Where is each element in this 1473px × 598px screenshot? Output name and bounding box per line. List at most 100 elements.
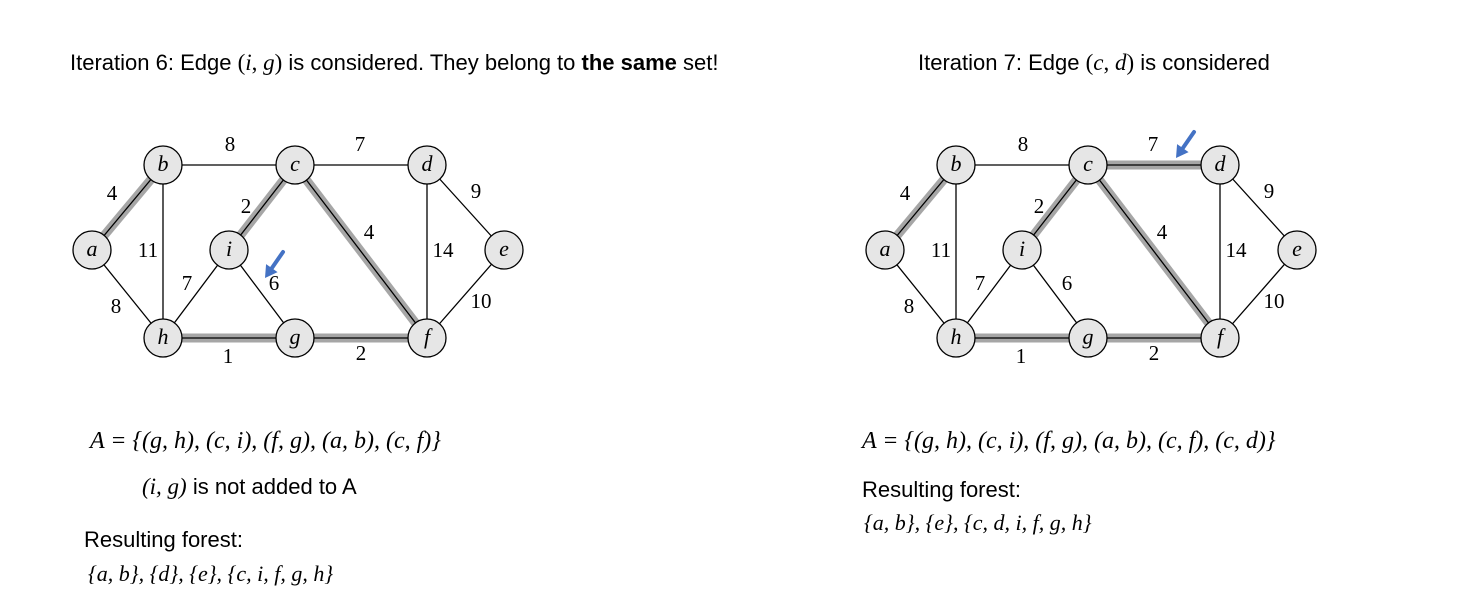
edge-weight-c-i: 2 bbox=[1034, 194, 1045, 218]
edge-weight-a-b: 4 bbox=[107, 181, 118, 205]
vertex-d: d bbox=[407, 145, 447, 185]
vertex-label: h bbox=[951, 324, 962, 349]
edge-weight-b-c: 8 bbox=[225, 132, 236, 156]
edge-weight-g-f: 2 bbox=[356, 341, 367, 365]
heading-suffix: set! bbox=[676, 50, 719, 75]
vertex-d: d bbox=[1200, 145, 1240, 185]
vertex-circle bbox=[143, 318, 183, 358]
vertex-label: h bbox=[158, 324, 169, 349]
vertex-circle bbox=[209, 230, 249, 270]
set-A-equation: A = {(g, h), (c, i), (f, g), (a, b), (c,… bbox=[90, 428, 441, 454]
vertex-circle bbox=[143, 145, 183, 185]
edge-weight-c-f: 4 bbox=[364, 220, 375, 244]
vertex-i: i bbox=[1002, 230, 1042, 270]
edge-weight-d-e: 9 bbox=[471, 179, 482, 203]
vertex-circle bbox=[407, 145, 447, 185]
heading-paren: ) bbox=[1126, 50, 1135, 75]
vertex-f: f bbox=[407, 318, 447, 358]
vertex-label: a bbox=[87, 236, 98, 261]
vertex-label: b bbox=[158, 151, 169, 176]
forest-sets: {a, b}, {d}, {e}, {c, i, f, g, h} bbox=[88, 561, 334, 586]
vertex-label: f bbox=[1217, 324, 1226, 349]
considered-edge-arrow-icon bbox=[265, 250, 285, 278]
iteration-7-panel: Iteration 7: Edge (c, d) is considered 4… bbox=[736, 0, 1473, 598]
vertex-e: e bbox=[1277, 230, 1317, 270]
edge-weight-d-e: 9 bbox=[1264, 179, 1275, 203]
vertex-circle bbox=[275, 145, 315, 185]
vertex-label: a bbox=[880, 236, 891, 261]
forest-label: Resulting forest: bbox=[862, 477, 1021, 502]
edge-weight-d-f: 14 bbox=[433, 238, 455, 262]
vertex-c: c bbox=[1068, 145, 1108, 185]
edge-c-f bbox=[294, 164, 428, 339]
vertex-label: d bbox=[1215, 151, 1227, 176]
vertex-label: b bbox=[951, 151, 962, 176]
vertex-g: g bbox=[1068, 318, 1108, 358]
vertex-label: i bbox=[1019, 236, 1025, 261]
vertex-circle bbox=[484, 230, 524, 270]
heading-paren: ( bbox=[1085, 50, 1094, 75]
vertex-circle bbox=[275, 318, 315, 358]
vertex-circle bbox=[1277, 230, 1317, 270]
heading-edge-u: c bbox=[1093, 50, 1104, 75]
edge-weight-h-i: 7 bbox=[975, 271, 986, 295]
forest-sets: {a, b}, {e}, {c, d, i, f, g, h} bbox=[864, 510, 1092, 535]
edge-weight-d-f: 14 bbox=[1226, 238, 1248, 262]
vertex-circle bbox=[1068, 145, 1108, 185]
heading-bold: the same bbox=[581, 50, 677, 75]
vertex-label: f bbox=[424, 324, 433, 349]
vertex-circle bbox=[1002, 230, 1042, 270]
edge-weight-h-i: 7 bbox=[182, 271, 193, 295]
edge-weight-c-d: 7 bbox=[355, 132, 366, 156]
edge-weight-b-h: 11 bbox=[138, 238, 158, 262]
vertex-b: b bbox=[936, 145, 976, 185]
heading-prefix: Iteration 7: Edge bbox=[918, 50, 1086, 75]
vertex-layer: a b c d e f g h i bbox=[865, 145, 1317, 358]
vertex-h: h bbox=[143, 318, 183, 358]
edge-weight-a-h: 8 bbox=[111, 294, 122, 318]
vertex-circle bbox=[865, 230, 905, 270]
vertex-a: a bbox=[72, 230, 112, 270]
edge-weight-b-c: 8 bbox=[1018, 132, 1029, 156]
vertex-label: g bbox=[290, 324, 301, 349]
edge-weight-e-f: 10 bbox=[1264, 289, 1285, 313]
vertex-e: e bbox=[484, 230, 524, 270]
considered-edge-arrow-icon bbox=[1176, 130, 1196, 158]
heading-prefix: Iteration 6: Edge bbox=[70, 50, 238, 75]
vertex-label: e bbox=[1292, 236, 1302, 261]
vertex-i: i bbox=[209, 230, 249, 270]
edge-weight-g-f: 2 bbox=[1149, 341, 1160, 365]
vertex-circle bbox=[936, 145, 976, 185]
heading-comma: , bbox=[1103, 50, 1115, 75]
heading-comma: , bbox=[251, 50, 264, 75]
note-text: is not added to A bbox=[186, 474, 357, 499]
vertex-c: c bbox=[275, 145, 315, 185]
note-edge: (i, g) bbox=[142, 474, 187, 499]
vertex-a: a bbox=[865, 230, 905, 270]
vertex-label: i bbox=[226, 236, 232, 261]
edge-c-f bbox=[1087, 164, 1221, 339]
edge-weight-h-g: 1 bbox=[223, 344, 234, 368]
edge-weight-c-d: 7 bbox=[1148, 132, 1159, 156]
vertex-label: e bbox=[499, 236, 509, 261]
set-A-equation: A = {(g, h), (c, i), (f, g), (a, b), (c,… bbox=[862, 428, 1276, 454]
edge-weight-i-g: 6 bbox=[1062, 271, 1073, 295]
vertex-g: g bbox=[275, 318, 315, 358]
heading-edge-u: i bbox=[245, 50, 252, 75]
edge-weight-a-b: 4 bbox=[900, 181, 911, 205]
vertex-label: c bbox=[1083, 151, 1093, 176]
edge-weight-e-f: 10 bbox=[471, 289, 492, 313]
vertex-b: b bbox=[143, 145, 183, 185]
iteration-6-panel: Iteration 6: Edge (i, g) is considered. … bbox=[0, 0, 736, 598]
vertex-circle bbox=[936, 318, 976, 358]
not-added-note: (i, g) is not added to A bbox=[142, 474, 357, 500]
edge-weight-c-f: 4 bbox=[1157, 220, 1168, 244]
iteration-6-heading: Iteration 6: Edge (i, g) is considered. … bbox=[70, 50, 719, 76]
heading-paren: ) bbox=[274, 50, 283, 75]
vertex-label: g bbox=[1083, 324, 1094, 349]
iteration-7-heading: Iteration 7: Edge (c, d) is considered bbox=[918, 50, 1270, 76]
